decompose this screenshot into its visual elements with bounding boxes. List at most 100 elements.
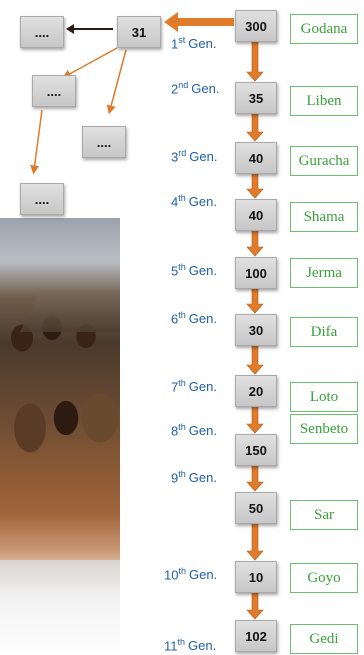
- ancestor-name-box: Shama: [290, 202, 358, 232]
- generation-ordinal-suffix: th: [178, 193, 186, 203]
- generation-number: 10: [164, 567, 179, 583]
- generation-count: 40: [248, 207, 264, 223]
- ancestor-name: Goyo: [307, 569, 341, 586]
- generation-word: Gen.: [191, 81, 220, 97]
- ancestor-name: Senbeto: [299, 420, 349, 437]
- ancestor-name-box: Guracha: [290, 146, 358, 176]
- branch-child-box: ....: [82, 126, 126, 158]
- generation-ordinal-suffix: th: [178, 310, 186, 320]
- branch-line-3: [30, 109, 43, 175]
- big-arrow-to-31: [164, 12, 234, 32]
- generation-ordinal-suffix: rd: [178, 148, 187, 158]
- generation-number: 5: [171, 263, 179, 279]
- generation-down-arrow: [246, 229, 264, 257]
- ancestor-name: Loto: [309, 388, 339, 405]
- generation-word: Gen.: [188, 263, 217, 279]
- generation-word: Gen.: [188, 379, 217, 395]
- branch-line-1: [62, 47, 118, 79]
- ancestor-name: Liben: [306, 92, 342, 109]
- branch-line-2: [106, 49, 127, 115]
- ancestor-name-box: Senbeto: [290, 414, 358, 444]
- generation-count: 100: [245, 265, 267, 281]
- generation-count-box: 35: [235, 82, 277, 114]
- photo-reflection: [0, 560, 120, 655]
- generation-count: 10: [248, 569, 264, 585]
- generation-ordinal-suffix: th: [178, 262, 186, 272]
- generation-down-arrow: [246, 405, 264, 434]
- generation-number: 4: [171, 194, 179, 210]
- generation-word: Gen.: [188, 194, 217, 210]
- ancestor-name-box: Sar: [290, 500, 358, 530]
- ancestor-name: Jerma: [306, 264, 342, 281]
- generation-down-arrow: [246, 591, 264, 620]
- ancestor-name-box: Godana: [290, 14, 358, 44]
- generation-count: 20: [248, 383, 264, 399]
- generation-word: Gen.: [188, 638, 217, 654]
- generation-count-box: 102: [235, 620, 277, 652]
- branch-child-box: ....: [32, 75, 76, 107]
- generation-count-box: 40: [235, 199, 277, 231]
- branch-child-label: ....: [34, 191, 50, 207]
- generation-number: 2: [171, 81, 179, 97]
- ancestor-name: Difa: [310, 323, 338, 340]
- generation-count: 150: [245, 442, 267, 458]
- generation-ordinal-suffix: th: [178, 469, 186, 479]
- generation-count-box: 20: [235, 375, 277, 407]
- generation-count-box: 30: [235, 314, 277, 346]
- generation-count: 40: [248, 150, 264, 166]
- ancestor-name: Gedi: [309, 630, 339, 647]
- generation-count: 300: [245, 18, 267, 34]
- generation-number: 1: [171, 36, 179, 52]
- ancestor-name-box: Gedi: [290, 624, 358, 654]
- generation-number: 3: [171, 149, 179, 165]
- generation-ordinal-suffix: st: [178, 35, 186, 45]
- generation-word: Gen.: [188, 470, 217, 486]
- generation-word: Gen.: [188, 36, 217, 52]
- branch-child-label: ....: [46, 83, 62, 99]
- generation-down-arrow: [246, 464, 264, 492]
- generation-word: Gen.: [188, 423, 217, 439]
- branch-value: 31: [131, 24, 147, 40]
- generation-ordinal-suffix: th: [178, 422, 186, 432]
- branch-child-box: ....: [20, 16, 64, 48]
- branch-child-label: ....: [96, 134, 112, 150]
- generation-ordinal-suffix: th: [178, 566, 186, 576]
- ancestor-name: Shama: [303, 208, 345, 225]
- generation-down-arrow: [246, 112, 264, 142]
- branch-child-label: ....: [34, 24, 50, 40]
- ancestor-name: Guracha: [298, 152, 350, 169]
- ancestor-name-box: Goyo: [290, 563, 358, 593]
- generation-count: 35: [248, 90, 264, 106]
- generation-number: 7: [171, 379, 179, 395]
- ancestor-name: Sar: [314, 506, 334, 523]
- generation-number: 11: [164, 638, 178, 654]
- generation-word: Gen.: [189, 149, 218, 165]
- ancestor-name-box: Loto: [290, 382, 358, 412]
- ancestor-name-box: Jerma: [290, 258, 358, 288]
- generation-down-arrow: [246, 172, 264, 199]
- generation-down-arrow: [246, 40, 264, 82]
- ancestor-name-box: Difa: [290, 317, 358, 347]
- generation-count-box: 50: [235, 492, 277, 524]
- generation-down-arrow: [246, 522, 264, 561]
- generation-count-box: 40: [235, 142, 277, 174]
- generation-count-box: 100: [235, 257, 277, 289]
- generation-count: 30: [248, 322, 264, 338]
- generation-word: Gen.: [188, 567, 218, 583]
- generation-ordinal-suffix: th: [177, 637, 186, 647]
- generation-count: 102: [245, 628, 267, 644]
- generation-ordinal-suffix: nd: [178, 80, 189, 90]
- branch-child-box: ....: [20, 183, 64, 215]
- generation-count-box: 10: [235, 561, 277, 593]
- generation-count-box: 150: [235, 434, 277, 466]
